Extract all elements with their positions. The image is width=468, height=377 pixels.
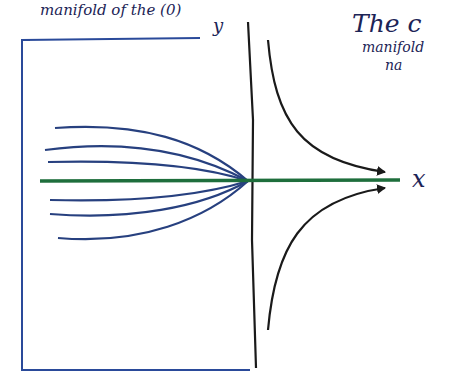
axis-label: x: [412, 166, 426, 192]
note-text: The c: [352, 10, 422, 38]
note-text: manifold: [362, 40, 424, 55]
lower-trajectory: [268, 188, 385, 330]
center-manifold: [40, 180, 400, 181]
stable-trajectories: [45, 127, 248, 239]
frame-top: [22, 38, 200, 40]
note-text: na: [385, 58, 402, 73]
frame-bracket: [22, 40, 250, 370]
y-axis: [248, 22, 256, 368]
axis-label: y: [213, 16, 223, 36]
note-text: manifold of the (0): [40, 2, 181, 19]
upper-trajectory: [268, 40, 385, 172]
